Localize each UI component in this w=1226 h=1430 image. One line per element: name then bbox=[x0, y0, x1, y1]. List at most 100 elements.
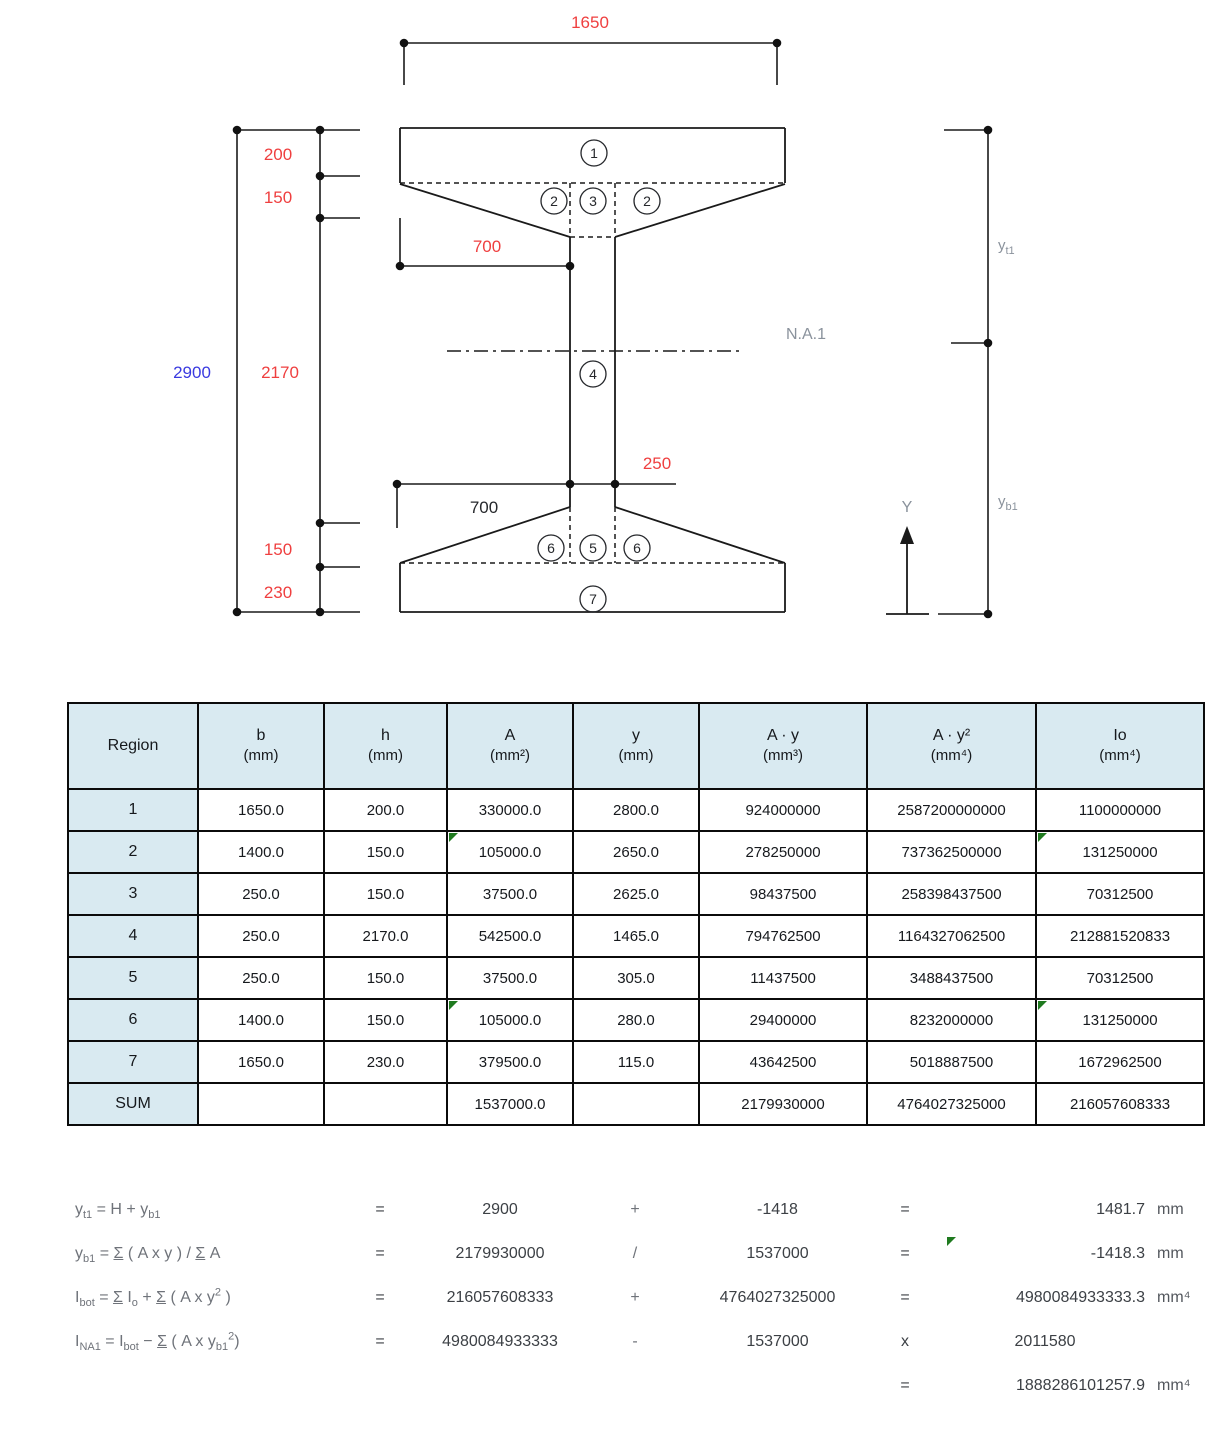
equals-sign[interactable]: = bbox=[375, 1201, 385, 1218]
cell-Ay2[interactable]: 8232000000 bbox=[866, 998, 1037, 1042]
cell-A[interactable]: 1537000.0 bbox=[446, 1082, 574, 1126]
value-1[interactable]: 216057608333 bbox=[446, 1289, 554, 1306]
error-flag-icon bbox=[947, 1237, 956, 1246]
cell-Ay2[interactable]: 3488437500 bbox=[866, 956, 1037, 1000]
value-1[interactable]: 2179930000 bbox=[455, 1245, 545, 1262]
cell-Ay2[interactable]: 2587200000000 bbox=[866, 788, 1037, 832]
cell-y[interactable]: 280.0 bbox=[572, 998, 700, 1042]
cell-region[interactable]: 6 bbox=[67, 998, 199, 1042]
result-value[interactable]: 1888286101257.9 bbox=[1015, 1377, 1145, 1394]
equals-sign-2[interactable]: x bbox=[901, 1333, 909, 1350]
cell-h[interactable]: 2170.0 bbox=[323, 914, 448, 958]
svg-text:6: 6 bbox=[633, 540, 641, 556]
cell-Ay[interactable]: 29400000 bbox=[698, 998, 868, 1042]
cell-h[interactable] bbox=[323, 1082, 448, 1126]
cell-A[interactable]: 542500.0 bbox=[446, 914, 574, 958]
cell-Io[interactable]: 70312500 bbox=[1035, 872, 1205, 916]
cell-h[interactable]: 150.0 bbox=[323, 872, 448, 916]
cell-region[interactable]: 1 bbox=[67, 788, 199, 832]
cell-Ay2[interactable]: 1164327062500 bbox=[866, 914, 1037, 958]
unit-label[interactable]: mm bbox=[1157, 1245, 1184, 1262]
value-2[interactable]: -1418 bbox=[757, 1201, 798, 1218]
formula-label[interactable]: yb1 = Σ ( A x y ) / Σ A bbox=[75, 1245, 221, 1266]
equals-sign-2[interactable]: = bbox=[900, 1377, 910, 1394]
equals-sign-2[interactable]: = bbox=[900, 1289, 910, 1306]
cell-y[interactable]: 305.0 bbox=[572, 956, 700, 1000]
cell-y[interactable]: 2625.0 bbox=[572, 872, 700, 916]
cell-y[interactable]: 115.0 bbox=[572, 1040, 700, 1084]
cell-Io[interactable]: 131250000 bbox=[1035, 830, 1205, 874]
value-2[interactable]: 1537000 bbox=[746, 1333, 809, 1350]
unit-label[interactable]: mm bbox=[1157, 1201, 1184, 1218]
cell-Io[interactable]: 70312500 bbox=[1035, 956, 1205, 1000]
cell-b[interactable]: 1650.0 bbox=[197, 1040, 325, 1084]
unit-label[interactable]: mm⁴ bbox=[1157, 1377, 1191, 1394]
cell-A[interactable]: 37500.0 bbox=[446, 956, 574, 1000]
operator[interactable]: + bbox=[630, 1201, 640, 1218]
cell-y[interactable]: 1465.0 bbox=[572, 914, 700, 958]
value-1[interactable]: 2900 bbox=[482, 1201, 518, 1218]
cell-region[interactable]: SUM bbox=[67, 1082, 199, 1126]
cell-Io[interactable]: 216057608333 bbox=[1035, 1082, 1205, 1126]
cell-Ay[interactable]: 794762500 bbox=[698, 914, 868, 958]
cell-region[interactable]: 4 bbox=[67, 914, 199, 958]
value-1[interactable]: 4980084933333 bbox=[442, 1333, 558, 1350]
value-2[interactable]: 1537000 bbox=[746, 1245, 809, 1262]
cell-h[interactable]: 150.0 bbox=[323, 830, 448, 874]
cell-region[interactable]: 7 bbox=[67, 1040, 199, 1084]
result-value[interactable]: -1418.3 bbox=[945, 1232, 1145, 1276]
cell-Ay[interactable]: 278250000 bbox=[698, 830, 868, 874]
equals-sign-2[interactable]: = bbox=[900, 1245, 910, 1262]
equals-sign[interactable]: = bbox=[375, 1289, 385, 1306]
cell-b[interactable]: 250.0 bbox=[197, 956, 325, 1000]
cell-b[interactable]: 1400.0 bbox=[197, 830, 325, 874]
cell-b[interactable]: 250.0 bbox=[197, 872, 325, 916]
equals-sign[interactable]: = bbox=[375, 1245, 385, 1262]
result-value[interactable]: 4980084933333.3 bbox=[1015, 1289, 1145, 1306]
unit-label[interactable]: mm⁴ bbox=[1157, 1289, 1191, 1306]
cell-y[interactable]: 2800.0 bbox=[572, 788, 700, 832]
cell-Ay2[interactable]: 258398437500 bbox=[866, 872, 1037, 916]
cell-b[interactable]: 1650.0 bbox=[197, 788, 325, 832]
cell-b[interactable] bbox=[197, 1082, 325, 1126]
cell-region[interactable]: 5 bbox=[67, 956, 199, 1000]
cell-Ay2[interactable]: 737362500000 bbox=[866, 830, 1037, 874]
cell-h[interactable]: 150.0 bbox=[323, 998, 448, 1042]
cell-h[interactable]: 200.0 bbox=[323, 788, 448, 832]
cell-A[interactable]: 105000.0 bbox=[446, 998, 574, 1042]
cell-Io[interactable]: 212881520833 bbox=[1035, 914, 1205, 958]
formula-label[interactable]: Ibot = Σ Io + Σ ( A x y2 ) bbox=[75, 1286, 231, 1310]
operator[interactable]: - bbox=[632, 1333, 638, 1350]
cell-y[interactable]: 2650.0 bbox=[572, 830, 700, 874]
result-value[interactable]: 2011580 bbox=[1014, 1333, 1076, 1350]
cell-Ay[interactable]: 924000000 bbox=[698, 788, 868, 832]
cell-Io[interactable]: 131250000 bbox=[1035, 998, 1205, 1042]
cell-region[interactable]: 3 bbox=[67, 872, 199, 916]
cell-Ay[interactable]: 43642500 bbox=[698, 1040, 868, 1084]
cell-Ay2[interactable]: 4764027325000 bbox=[866, 1082, 1037, 1126]
cell-region[interactable]: 2 bbox=[67, 830, 199, 874]
cell-h[interactable]: 150.0 bbox=[323, 956, 448, 1000]
formula-label[interactable]: INA1 = Ibot − Σ ( A x yb12) bbox=[75, 1330, 240, 1354]
cell-A[interactable]: 379500.0 bbox=[446, 1040, 574, 1084]
cell-Io[interactable]: 1100000000 bbox=[1035, 788, 1205, 832]
equals-sign-2[interactable]: = bbox=[900, 1201, 910, 1218]
equals-sign[interactable]: = bbox=[375, 1333, 385, 1350]
cell-Ay2[interactable]: 5018887500 bbox=[866, 1040, 1037, 1084]
cell-A[interactable]: 330000.0 bbox=[446, 788, 574, 832]
cell-b[interactable]: 1400.0 bbox=[197, 998, 325, 1042]
cell-Ay[interactable]: 98437500 bbox=[698, 872, 868, 916]
cell-Ay[interactable]: 2179930000 bbox=[698, 1082, 868, 1126]
cell-A[interactable]: 105000.0 bbox=[446, 830, 574, 874]
cell-Ay[interactable]: 11437500 bbox=[698, 956, 868, 1000]
operator[interactable]: / bbox=[632, 1245, 638, 1262]
cell-b[interactable]: 250.0 bbox=[197, 914, 325, 958]
operator[interactable]: + bbox=[630, 1289, 640, 1306]
cell-y[interactable] bbox=[572, 1082, 700, 1126]
result-value[interactable]: 1481.7 bbox=[1096, 1201, 1145, 1218]
cell-A[interactable]: 37500.0 bbox=[446, 872, 574, 916]
formula-label[interactable]: yt1 = H + yb1 bbox=[75, 1201, 161, 1222]
cell-h[interactable]: 230.0 bbox=[323, 1040, 448, 1084]
cell-Io[interactable]: 1672962500 bbox=[1035, 1040, 1205, 1084]
value-2[interactable]: 4764027325000 bbox=[719, 1289, 836, 1306]
